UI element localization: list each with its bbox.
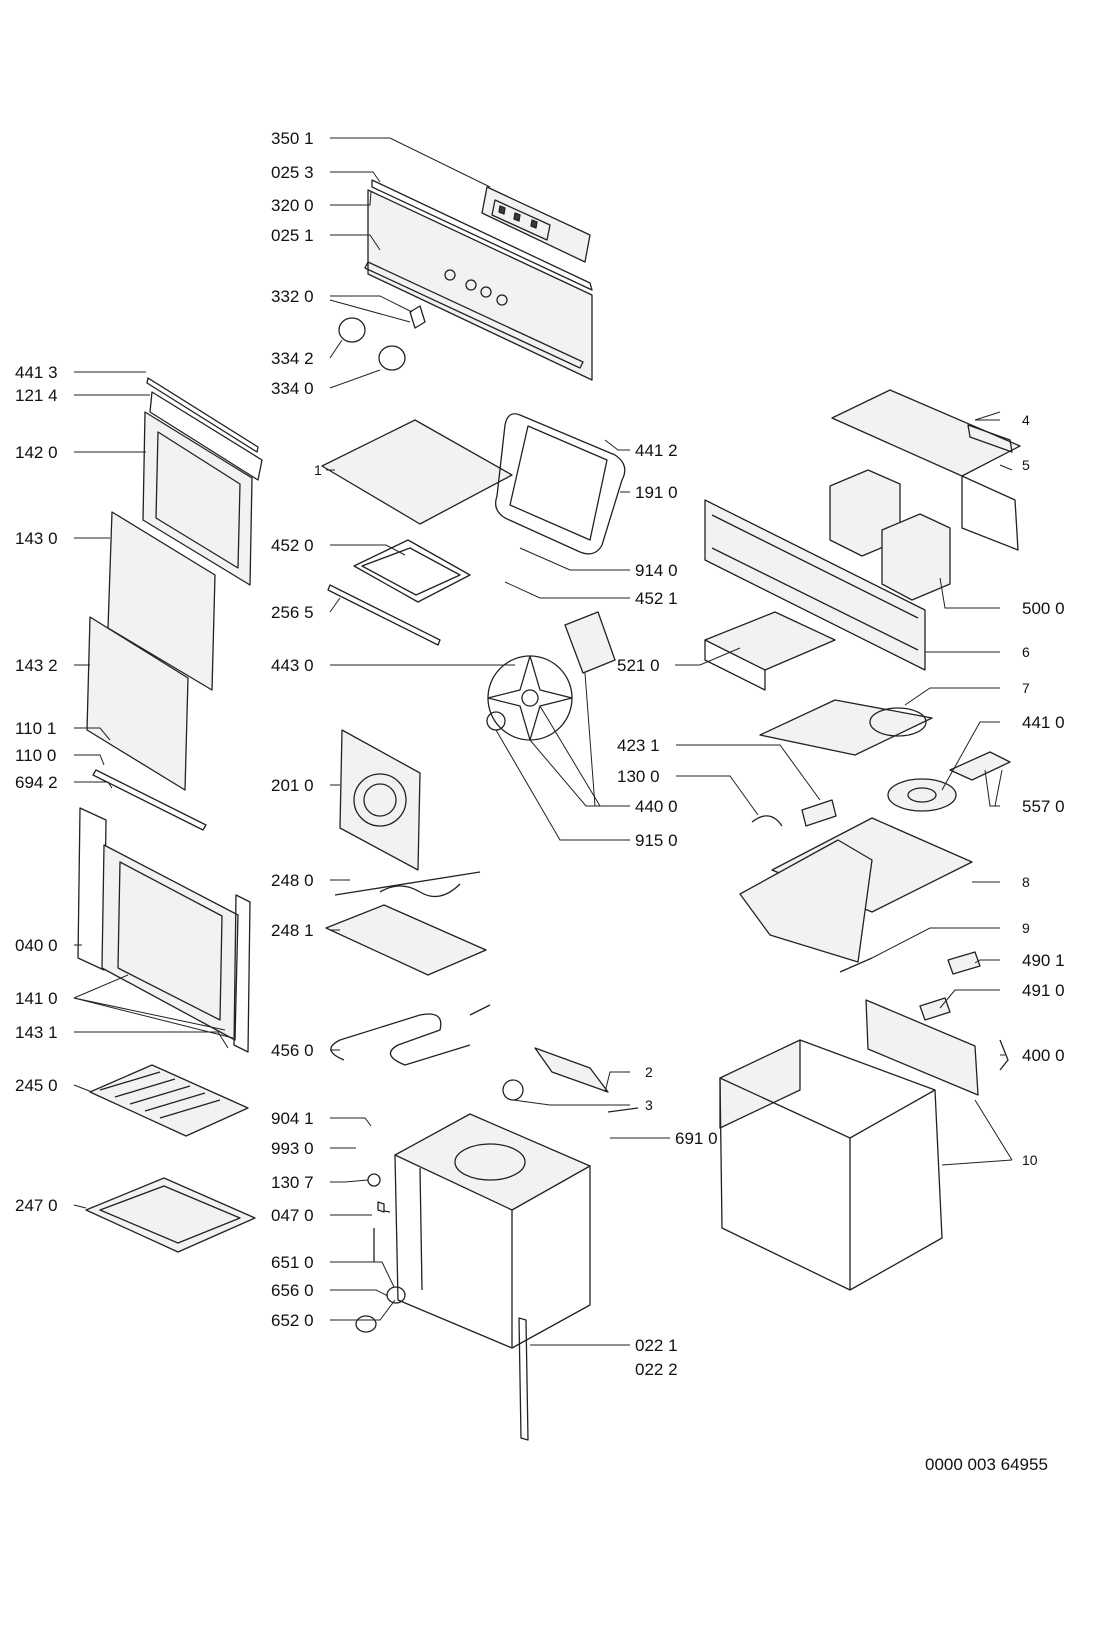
- label-143-1: 143 1: [15, 1023, 58, 1042]
- door-top-trim: [146, 377, 263, 481]
- oven-cavity-top-plate: [321, 419, 513, 525]
- label-040-0: 040 0: [15, 936, 58, 955]
- label-121-4: 121 4: [15, 386, 58, 405]
- cavity-small-parts: [355, 1047, 639, 1333]
- lower-plates: [739, 817, 973, 973]
- label-022-1: 022 1: [635, 1336, 678, 1355]
- label-10: 10: [1022, 1152, 1038, 1168]
- oven-door-frame: [77, 807, 251, 1053]
- part-labels: 350 1 025 3 320 0 025 1 332 0 334 2 334 …: [15, 129, 1065, 1474]
- label-521-0: 521 0: [617, 656, 660, 675]
- label-248-0: 248 0: [271, 871, 314, 890]
- label-5: 5: [1022, 457, 1030, 473]
- label-915-0: 915 0: [635, 831, 678, 850]
- label-441-3: 441 3: [15, 363, 58, 382]
- tangential-fan: [887, 751, 1011, 812]
- label-2: 2: [645, 1064, 653, 1080]
- label-452-0: 452 0: [271, 536, 314, 555]
- label-4: 4: [1022, 412, 1030, 428]
- label-142-0: 142 0: [15, 443, 58, 462]
- label-025-3: 025 3: [271, 163, 314, 182]
- casing-small-parts: [751, 799, 1009, 1071]
- seal-gasket: [494, 413, 626, 555]
- label-441-2: 441 2: [635, 441, 678, 460]
- front-frame: [704, 499, 926, 671]
- fan-housing-plate: [759, 699, 933, 756]
- label-201-0: 201 0: [271, 776, 314, 795]
- side-runner: [518, 1317, 529, 1441]
- label-334-0: 334 0: [271, 379, 314, 398]
- label-191-0: 191 0: [635, 483, 678, 502]
- electronics-housing: [829, 469, 951, 601]
- label-500-0: 500 0: [1022, 599, 1065, 618]
- label-491-0: 491 0: [1022, 981, 1065, 1000]
- label-452-1: 452 1: [635, 589, 678, 608]
- label-456-0: 456 0: [271, 1041, 314, 1060]
- label-443-0: 443 0: [271, 656, 314, 675]
- control-panel-fascia: [364, 179, 593, 381]
- outer-casing: [719, 999, 979, 1291]
- label-141-0: 141 0: [15, 989, 58, 1008]
- grill-element-and-deflector: [325, 871, 487, 976]
- label-143-2: 143 2: [15, 656, 58, 675]
- label-256-5: 256 5: [271, 603, 314, 622]
- fan-and-motor: [486, 611, 616, 741]
- label-7: 7: [1022, 680, 1030, 696]
- oven-cavity: [394, 1113, 591, 1349]
- label-1: 1: [314, 462, 322, 478]
- label-652-0: 652 0: [271, 1311, 314, 1330]
- label-6: 6: [1022, 644, 1030, 660]
- label-334-2: 334 2: [271, 349, 314, 368]
- oven-rack-and-tray: [85, 1064, 256, 1253]
- label-022-2: 022 2: [635, 1360, 678, 1379]
- label-691-0: 691 0: [675, 1129, 718, 1148]
- label-694-2: 694 2: [15, 773, 58, 792]
- label-651-0: 651 0: [271, 1253, 314, 1272]
- label-423-1: 423 1: [617, 736, 660, 755]
- label-441-0: 441 0: [1022, 713, 1065, 732]
- top-housing: [831, 389, 1021, 551]
- label-350-1: 350 1: [271, 129, 314, 148]
- label-3: 3: [645, 1097, 653, 1113]
- label-400-0: 400 0: [1022, 1046, 1065, 1065]
- label-8: 8: [1022, 874, 1030, 890]
- label-110-1: 110 1: [15, 719, 56, 738]
- document-number: 0000 003 64955: [925, 1455, 1048, 1474]
- label-914-0: 914 0: [635, 561, 678, 580]
- label-130-0: 130 0: [617, 767, 660, 786]
- label-130-7: 130 7: [271, 1173, 314, 1192]
- label-557-0: 557 0: [1022, 797, 1065, 816]
- label-993-0: 993 0: [271, 1139, 314, 1158]
- label-245-0: 245 0: [15, 1076, 58, 1095]
- label-904-1: 904 1: [271, 1109, 314, 1128]
- label-320-0: 320 0: [271, 196, 314, 215]
- control-panel-display: [481, 186, 591, 263]
- label-047-0: 047 0: [271, 1206, 314, 1225]
- lower-heating-element: [330, 1004, 491, 1066]
- label-9: 9: [1022, 920, 1030, 936]
- label-110-0: 110 0: [15, 746, 56, 765]
- label-143-0: 143 0: [15, 529, 58, 548]
- label-025-1: 025 1: [271, 226, 314, 245]
- control-board: [704, 611, 836, 691]
- label-490-1: 490 1: [1022, 951, 1065, 970]
- label-248-1: 248 1: [271, 921, 314, 940]
- control-knobs: [338, 305, 426, 371]
- door-glass-panels: [86, 411, 253, 831]
- leader-lines: [73, 137, 1013, 1346]
- label-440-0: 440 0: [635, 797, 678, 816]
- label-247-0: 247 0: [15, 1196, 58, 1215]
- label-656-0: 656 0: [271, 1281, 314, 1300]
- label-332-0: 332 0: [271, 287, 314, 306]
- rear-fan-cover: [339, 729, 421, 871]
- upper-heating-element: [327, 539, 471, 646]
